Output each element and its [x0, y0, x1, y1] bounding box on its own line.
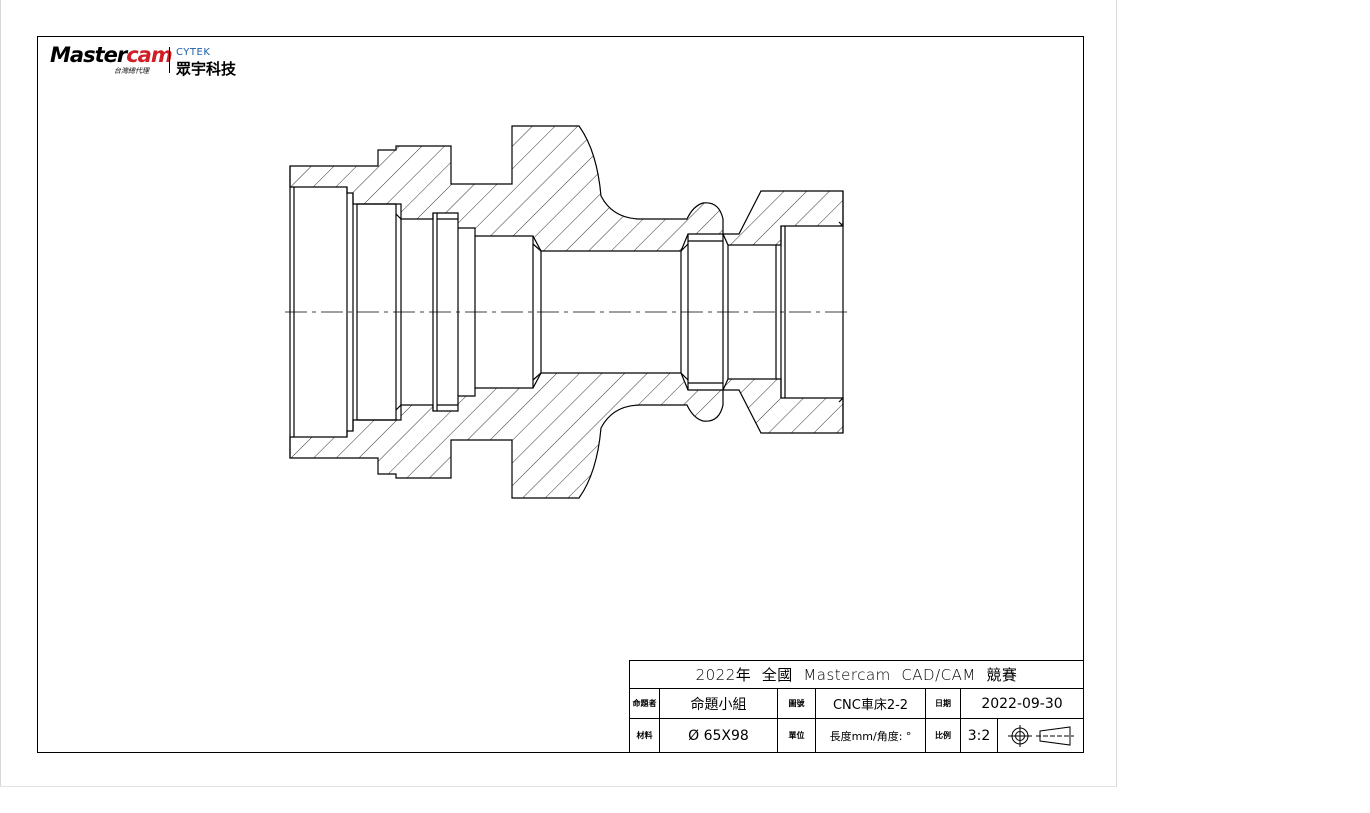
mastercam-logo: Mastercam [50, 43, 173, 67]
date-label: 日期 [926, 689, 961, 718]
title-row: 2022年 全國 Mastercam CAD/CAM 競賽 [630, 661, 1083, 689]
unit-label: 單位 [778, 719, 816, 752]
lower-section-wall [289, 372, 844, 499]
logo-brand-right: cam [126, 43, 173, 67]
designer-label: 命題者 [630, 689, 660, 718]
title-block-title: 2022年 全國 Mastercam CAD/CAM 競賽 [695, 666, 1018, 684]
part-section-drawing [285, 125, 849, 499]
logo-brand-left: Master [50, 43, 127, 67]
designer-value: 命題小組 [660, 689, 778, 718]
drawing-sheet: Mastercam 台灣總代理 CYTEK 眾宇科技 [37, 36, 1084, 753]
company-name: 眾宇科技 [176, 60, 237, 78]
unit-value: 長度mm/角度: ° [816, 719, 926, 752]
drawing-no-value: CNC車床2-2 [816, 689, 926, 718]
logo-subtitle: 台灣總代理 [114, 67, 149, 75]
projection-symbol [998, 719, 1083, 752]
material-value: Ø 65X98 [660, 719, 778, 752]
material-label: 材料 [630, 719, 660, 752]
drawing-no-label: 圖號 [778, 689, 816, 718]
cytek-logo: CYTEK [176, 47, 211, 58]
upper-section-wall [289, 125, 844, 252]
title-row-3: 材料 Ø 65X98 單位 長度mm/角度: ° 比例 3:2 [630, 719, 1083, 752]
viewer-left-edge [0, 0, 1, 786]
title-row-2: 命題者 命題小組 圖號 CNC車床2-2 日期 2022-09-30 [630, 689, 1083, 719]
viewer-right-edge [1116, 0, 1117, 786]
title-block: 2022年 全國 Mastercam CAD/CAM 競賽 命題者 命題小組 圖… [629, 660, 1083, 752]
first-angle-projection-icon [1007, 724, 1074, 747]
logo-separator [169, 47, 170, 73]
date-value: 2022-09-30 [981, 695, 1063, 712]
scale-label: 比例 [926, 719, 961, 752]
scale-value: 3:2 [961, 719, 998, 752]
viewer-bottom-edge [0, 786, 1117, 787]
